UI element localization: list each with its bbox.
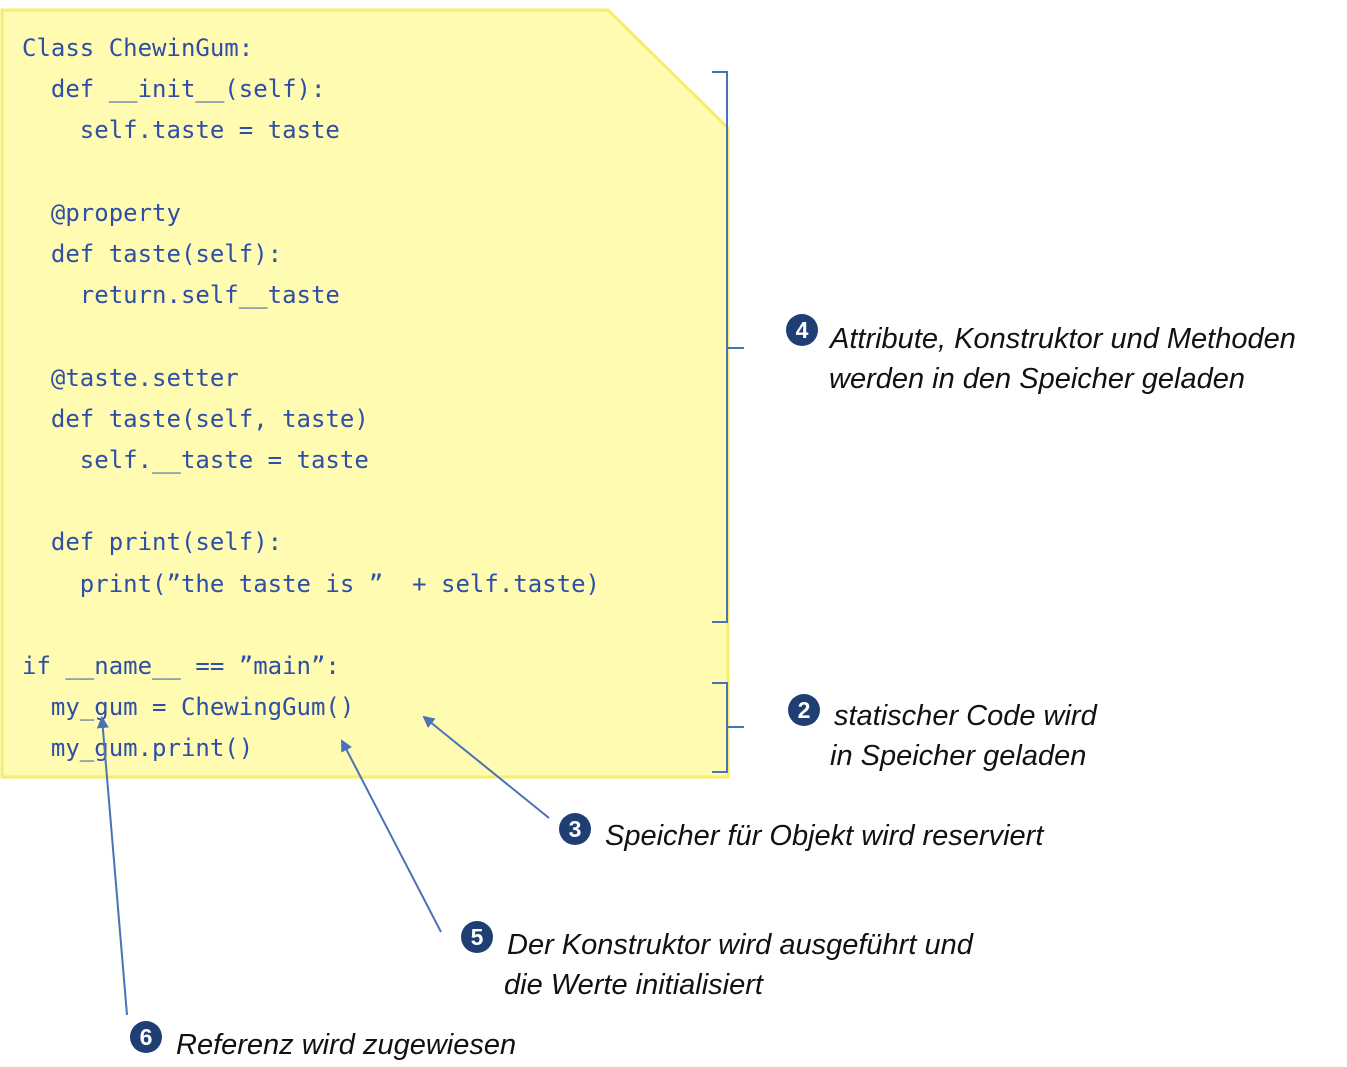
step-badge-6: [130, 1021, 162, 1053]
annotation-text: in Speicher geladen: [830, 740, 1086, 772]
code-line: if __name__ == ”main”:: [22, 652, 340, 680]
code-line: self.taste = taste: [22, 116, 340, 144]
code-line: def taste(self):: [22, 240, 282, 268]
annotation-text: Speicher für Objekt wird reserviert: [605, 820, 1045, 852]
code-line: return.self__taste: [22, 281, 340, 309]
code-line: my_gum = ChewingGum(): [22, 693, 354, 721]
annotation-step-6: 6 Referenz wird zugewiesen: [130, 1021, 516, 1061]
step-badge-number: 4: [796, 317, 809, 343]
code-line: def taste(self, taste): [22, 405, 369, 433]
code-line: Class ChewinGum:: [22, 34, 253, 62]
annotation-text: statischer Code wird: [834, 700, 1098, 732]
arrow-reference: [96, 716, 128, 1016]
annotation-text: werden in den Speicher geladen: [829, 363, 1245, 395]
annotation-text: die Werte initialisiert: [504, 969, 765, 1001]
step-badge-4: [786, 314, 818, 346]
step-badge-5: [461, 921, 493, 953]
step-badge-number: 3: [569, 816, 582, 842]
annotation-text: Attribute, Konstruktor und Methoden: [828, 323, 1296, 355]
annotation-step-5: 5 Der Konstruktor wird ausgeführt und di…: [461, 921, 974, 1001]
arrow-constructor: [341, 739, 442, 933]
class-body-brace: [712, 71, 744, 623]
arrow-object-memory: [422, 715, 550, 819]
step-badge-number: 5: [471, 924, 484, 950]
step-badge-2: [788, 694, 820, 726]
annotation-text: Referenz wird zugewiesen: [176, 1029, 516, 1061]
annotation-text: Der Konstruktor wird ausgeführt und: [507, 929, 974, 961]
main-block-brace: [712, 682, 744, 773]
step-badge-3: [559, 813, 591, 845]
annotation-step-4: 4 Attribute, Konstruktor und Methoden we…: [786, 314, 1296, 395]
annotation-step-2: 2 statischer Code wird in Speicher gelad…: [788, 694, 1098, 772]
code-line: def print(self):: [22, 528, 282, 556]
code-line: print(”the taste is ” + self.taste): [22, 570, 600, 598]
annotation-step-3: 3 Speicher für Objekt wird reserviert: [559, 813, 1045, 852]
code-line: self.__taste = taste: [22, 446, 369, 474]
code-block: Class ChewinGum: def __init__(self): sel…: [22, 34, 600, 762]
step-badge-number: 6: [140, 1024, 153, 1050]
code-line: my_gum.print(): [22, 734, 253, 762]
code-line: def __init__(self):: [22, 75, 325, 103]
code-line: @property: [22, 199, 181, 227]
code-line: @taste.setter: [22, 364, 239, 392]
step-badge-number: 2: [798, 697, 811, 723]
